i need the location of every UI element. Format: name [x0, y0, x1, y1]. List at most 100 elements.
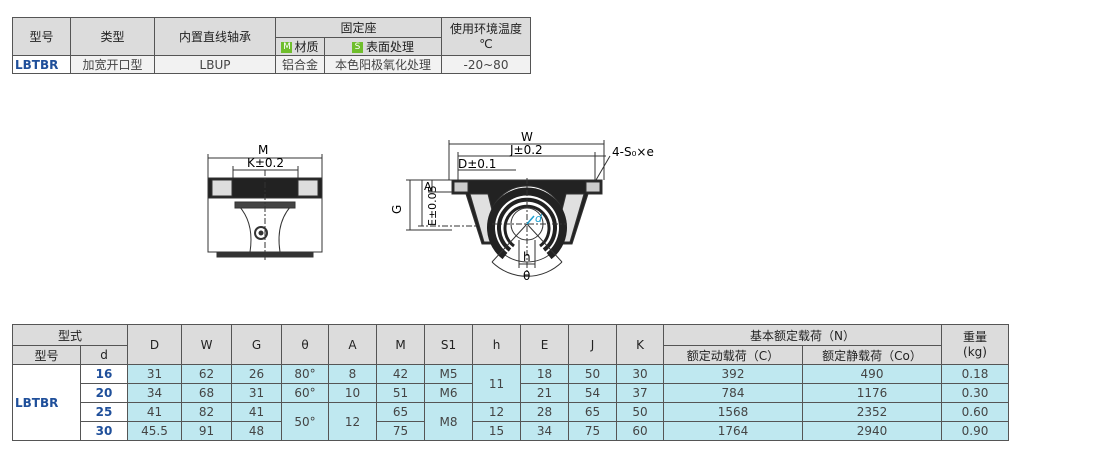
cell-J: 65 [568, 402, 617, 422]
cell-kg: 0.90 [941, 421, 1009, 441]
cell-K: 50 [616, 402, 664, 422]
cell-J: 50 [568, 364, 617, 384]
header-W: W [181, 324, 232, 365]
cell-C: 392 [663, 364, 803, 384]
header-K: K [616, 324, 664, 365]
label-A: A [424, 180, 432, 193]
label-J: J±0.2 [509, 143, 543, 157]
label-theta: θ [523, 269, 530, 283]
cell-Co: 1176 [802, 383, 942, 403]
cell-A: 10 [328, 383, 377, 403]
header-S1: S1 [424, 324, 473, 365]
cell-h: 12 [472, 402, 521, 422]
cell-E: 28 [520, 402, 569, 422]
cell-K: 37 [616, 383, 664, 403]
table-row: 25 41 82 41 50° 12 65 M8 12 28 65 50 156… [13, 402, 1009, 441]
header-load: 基本额定载荷（N） [663, 324, 942, 346]
surface-tag-icon: S [351, 42, 363, 53]
cell-theta: 80° [281, 364, 329, 384]
label-K: K±0.2 [247, 156, 284, 170]
cell-W: 82 [181, 402, 232, 422]
cell-D: 34 [127, 383, 182, 403]
cell-M: 42 [376, 364, 425, 384]
cell-h: 15 [472, 421, 521, 441]
header-E: E [520, 324, 569, 365]
cell-S1: M8 [424, 402, 473, 441]
cell-C: 784 [663, 383, 803, 403]
d-pointer [526, 215, 535, 225]
header-weight: 重量 (kg) [941, 324, 1009, 365]
weight-unit: (kg) [963, 344, 987, 359]
cell-C: 1764 [663, 421, 803, 441]
header-J: J [568, 324, 617, 365]
header-A: A [328, 324, 377, 365]
cell-S1: M6 [424, 383, 473, 403]
header-model: 型号 [12, 345, 81, 365]
cell-Co: 490 [802, 364, 942, 384]
cell-J: 54 [568, 383, 617, 403]
label-d: d [535, 212, 543, 225]
row-model: LBTBR [12, 364, 81, 441]
cell-E: 21 [520, 383, 569, 403]
cell-A: 8 [328, 364, 377, 384]
cell-kg: 0.18 [941, 364, 1009, 384]
cell-theta: 50° [281, 402, 329, 441]
spec-material: 铝合金 [275, 55, 325, 74]
cell-D: 31 [127, 364, 182, 384]
weight-label: 重量 [962, 329, 987, 344]
header-static-load: 额定静载荷（Co） [802, 345, 942, 365]
label-G: G [392, 205, 404, 214]
header-d: d [80, 345, 128, 365]
label-W: W [521, 130, 533, 144]
spec-header-bearing: 内置直线轴承 [154, 17, 276, 56]
spec-type: 加宽开口型 [70, 55, 155, 74]
cell-K: 30 [616, 364, 664, 384]
cell-A: 12 [328, 402, 377, 441]
spec-model: LBTBR [12, 55, 71, 74]
material-tag-icon: M [281, 42, 293, 53]
cell-Co: 2940 [802, 421, 942, 441]
spec-temp: -20~80 [441, 55, 531, 74]
label-M: M [258, 143, 268, 157]
cell-G: 41 [231, 402, 282, 422]
cell-W: 91 [181, 421, 232, 441]
side-view-drawing: M K±0.2 [207, 143, 323, 260]
cell-M: 65 [376, 402, 425, 422]
cell-kg: 0.60 [941, 402, 1009, 422]
cell-J: 75 [568, 421, 617, 441]
header-G: G [231, 324, 282, 365]
spec-header-model: 型号 [12, 17, 71, 56]
header-type-group: 型式 [12, 324, 128, 346]
header-h: h [472, 324, 521, 365]
label-E: E±0.05 [426, 185, 439, 226]
label-h: h [523, 250, 531, 264]
cell-K: 60 [616, 421, 664, 441]
table-row: LBTBR 16 31 62 26 80° 8 42 M5 11 18 50 3… [12, 364, 1009, 441]
cell-Co: 2352 [802, 402, 942, 422]
header-M: M [376, 324, 425, 365]
spec-surface: 本色阳极氧化处理 [324, 55, 442, 74]
spec-bearing: LBUP [154, 55, 276, 74]
dimension-table: 型式 D W G θ A M S1 h E J K 基本额定载荷（N） 重量 (… [12, 324, 1009, 441]
cell-E: 18 [520, 364, 569, 384]
spec-header-temp: 使用环境温度 ℃ [441, 17, 531, 56]
cell-h: 11 [472, 364, 521, 403]
cell-d: 16 [80, 364, 128, 384]
cell-G: 26 [231, 364, 282, 384]
cell-C: 1568 [663, 402, 803, 422]
spec-header-type: 类型 [70, 17, 155, 56]
cell-W: 62 [181, 364, 232, 384]
cell-D: 41 [127, 402, 182, 422]
cell-G: 31 [231, 383, 282, 403]
cell-d: 25 [80, 402, 128, 422]
cell-S1: M5 [424, 364, 473, 384]
material-label: 材质 [294, 40, 319, 54]
label-D: D±0.1 [458, 157, 496, 171]
header-D: D [127, 324, 182, 365]
spec-header-housing: 固定座 [275, 17, 442, 38]
cell-kg: 0.30 [941, 383, 1009, 403]
header-dynamic-load: 额定动载荷（C） [663, 345, 803, 365]
